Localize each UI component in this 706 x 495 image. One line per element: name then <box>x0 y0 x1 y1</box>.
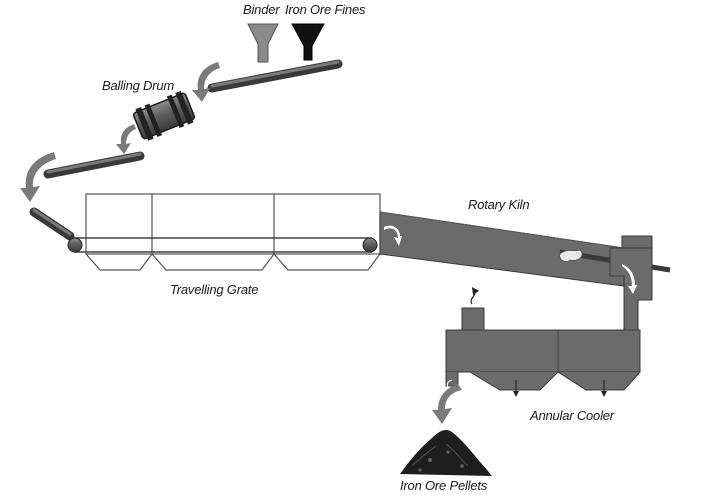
roller-feeder <box>29 207 75 241</box>
flow-arrow-icon <box>192 62 220 102</box>
iron-ore-fines-hopper-icon <box>291 23 325 61</box>
balling-drum <box>132 90 196 141</box>
flow-arrow-icon <box>116 124 136 154</box>
drum-discharge-conveyor <box>43 151 145 179</box>
iron-ore-pellets-label: Iron Ore Pellets <box>400 478 488 493</box>
feed-conveyor <box>207 59 343 93</box>
travelling-grate <box>67 193 381 271</box>
binder-hopper-icon <box>247 23 279 63</box>
travelling-grate-label: Travelling Grate <box>170 282 259 297</box>
rotary-kiln-label: Rotary Kiln <box>468 197 530 212</box>
iron-ore-fines-label: Iron Ore Fines <box>285 2 366 17</box>
annular-cooler-label: Annular Cooler <box>530 408 614 423</box>
binder-label: Binder <box>243 2 280 17</box>
annular-cooler <box>445 287 641 397</box>
discharge-arrow-icon <box>432 384 462 424</box>
balling-drum-label: Balling Drum <box>102 78 175 93</box>
iron-ore-pellets-pile <box>400 430 492 476</box>
flow-arrow-icon <box>20 152 56 202</box>
